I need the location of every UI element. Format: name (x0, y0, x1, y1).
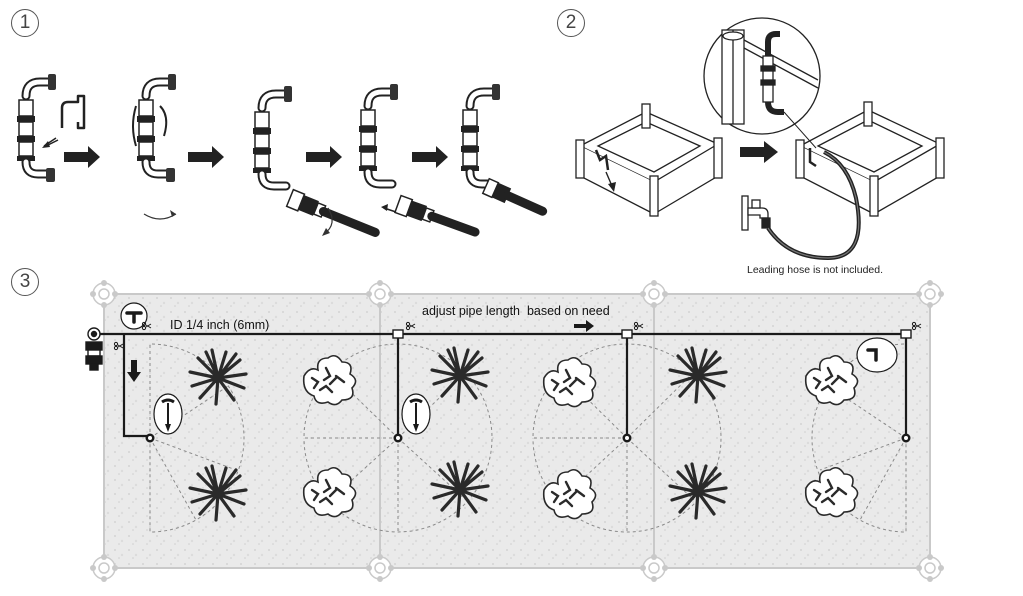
tee-callout-icon (120, 302, 148, 330)
adapter-figure-5 (461, 84, 500, 189)
step-2-number: 2 (557, 9, 585, 37)
emitter-stakes (145, 433, 911, 443)
hose-connector-3 (285, 188, 380, 237)
raised-bed-right (795, 101, 945, 217)
adapter-figure-4 (359, 84, 398, 189)
flow-arrow-right (574, 320, 594, 332)
adjust-pipe-label: adjust pipe length based on need (422, 304, 610, 318)
arrow-right-2 (188, 146, 224, 168)
pipe-id-label: ID 1/4 inch (6mm) (170, 318, 270, 332)
hose-note-label: Leading hose is not included. (747, 264, 884, 276)
drip-pipe (96, 332, 908, 438)
faucet-connector (85, 327, 103, 371)
stake-callout-icon-2 (401, 393, 431, 435)
arrow-right-3 (306, 146, 342, 168)
step-3-number: 3 (11, 268, 39, 296)
arrow-right-4 (412, 146, 448, 168)
arrow-right-step2 (740, 141, 778, 163)
scissors-icons (113, 321, 922, 351)
arrow-right-1 (64, 146, 100, 168)
adapter-figure-2 (132, 74, 176, 182)
flow-arrow-down (127, 360, 141, 382)
step-1-number: 1 (11, 9, 39, 37)
raised-bed-left (575, 103, 723, 217)
faucet (741, 195, 771, 231)
down-arrow-bed (608, 182, 616, 192)
hose-connector-4 (393, 194, 480, 237)
bed-2 (379, 293, 655, 569)
hose-connector-5 (481, 177, 548, 216)
zoom-detail-content (721, 29, 819, 125)
adapter-figure-1 (17, 74, 56, 182)
elbow-callout-icon (856, 337, 898, 373)
stake-callout-icon-1 (153, 393, 183, 435)
adapter-figure-3 (253, 86, 292, 191)
